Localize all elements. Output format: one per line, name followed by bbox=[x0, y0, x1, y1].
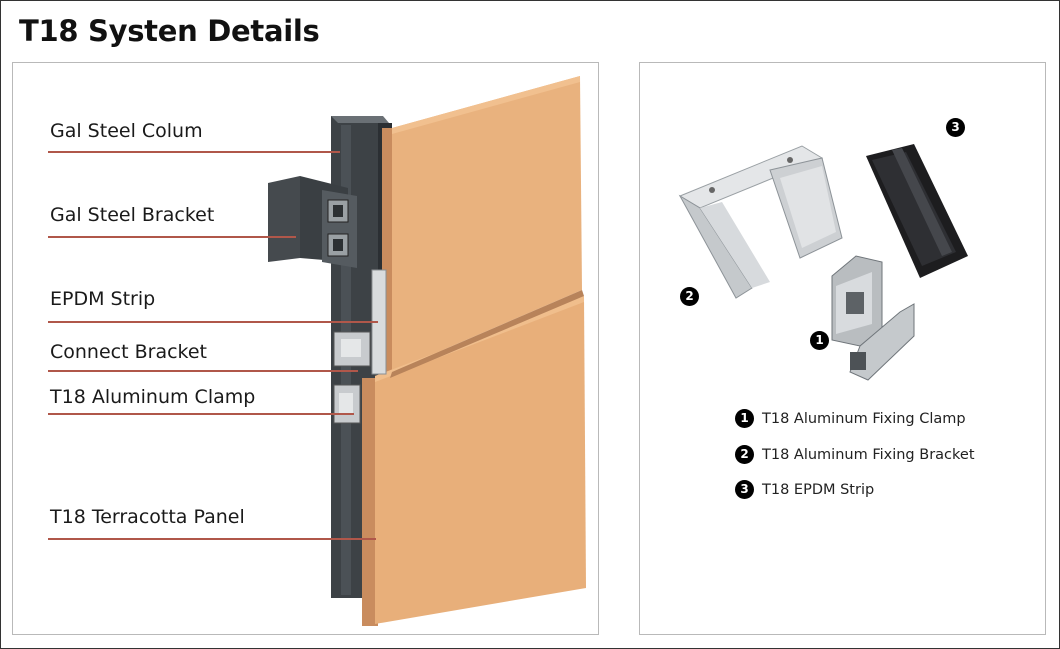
label-connect-bracket: Connect Bracket bbox=[50, 341, 208, 363]
panel-edge-lower bbox=[362, 378, 378, 626]
aluminum-fixing-clamp bbox=[831, 255, 915, 381]
badge-2: 2 bbox=[680, 287, 699, 306]
page-title: T18 Systen Details bbox=[19, 14, 320, 48]
label-gal-steel-bracket: Gal Steel Bracket bbox=[50, 204, 215, 226]
legend-number: 3 bbox=[735, 480, 754, 499]
legend-item-clamp: 1 T18 Aluminum Fixing Clamp bbox=[735, 409, 966, 428]
terracotta-panel-upper bbox=[392, 76, 582, 372]
legend-number: 2 bbox=[735, 445, 754, 464]
label-gal-steel-column: Gal Steel Colum bbox=[50, 120, 203, 142]
legend-number: 1 bbox=[735, 409, 754, 428]
steel-bracket bbox=[268, 176, 300, 262]
assembly-diagram-panel bbox=[12, 62, 599, 635]
label-epdm-strip: EPDM Strip bbox=[50, 288, 156, 310]
steel-column-top bbox=[331, 116, 389, 123]
legend-item-epdm: 3 T18 EPDM Strip bbox=[735, 480, 874, 499]
legend-label: T18 EPDM Strip bbox=[762, 481, 875, 498]
legend-label: T18 Aluminum Fixing Bracket bbox=[762, 446, 975, 463]
badge-3: 3 bbox=[946, 118, 965, 137]
aluminum-fixing-bracket bbox=[678, 145, 843, 299]
label-terracotta-panel: T18 Terracotta Panel bbox=[50, 506, 245, 528]
parts-panel bbox=[639, 62, 1046, 635]
terracotta-panel-lower bbox=[375, 296, 586, 624]
epdm-strip-part bbox=[866, 144, 968, 278]
legend-label: T18 Aluminum Fixing Clamp bbox=[762, 410, 966, 427]
legend-item-bracket: 2 T18 Aluminum Fixing Bracket bbox=[735, 445, 975, 464]
badge-1: 1 bbox=[810, 331, 829, 350]
label-aluminum-clamp: T18 Aluminum Clamp bbox=[50, 386, 256, 408]
